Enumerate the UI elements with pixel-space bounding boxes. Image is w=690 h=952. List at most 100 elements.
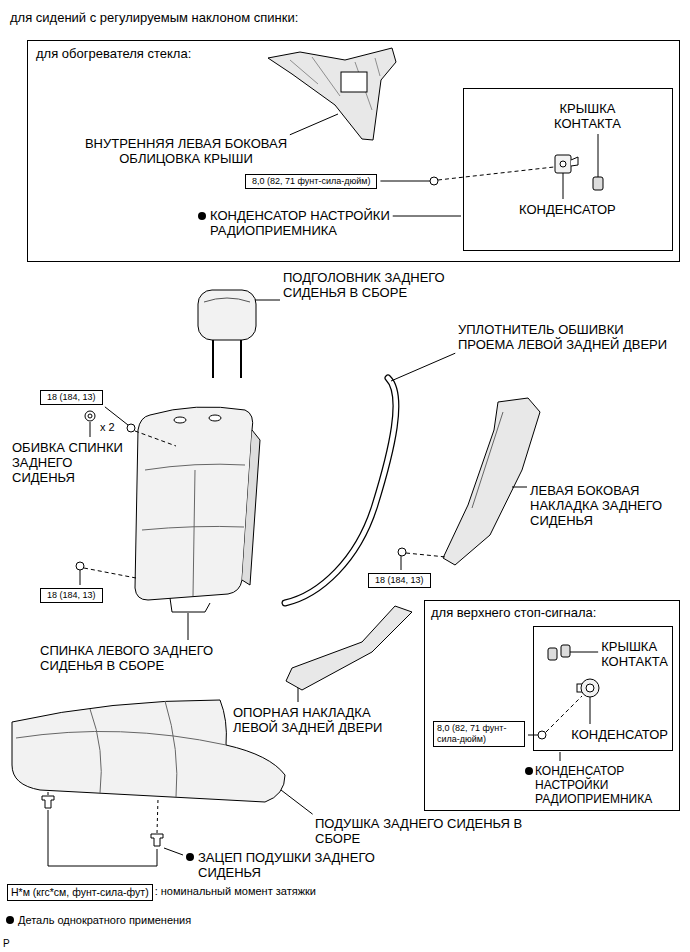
torque-box: 18 (184, 13): [40, 588, 103, 603]
contact-cover: [593, 177, 603, 190]
title-wrap: для сидений с регулируемым наклоном спин…: [10, 10, 298, 25]
legend-item: : номинальный момент затяжки: [155, 885, 316, 898]
cushion-hook: [42, 796, 54, 808]
condenser-tab: [571, 157, 578, 166]
part-name: КОНДЕНСАТОР: [519, 202, 616, 217]
text-wrap: КОНДЕНСАТОР: [571, 727, 668, 742]
panel-edge: [472, 412, 503, 508]
label-wrap: ОБИВКА СПИНКИ ЗАДНЕГО СИДЕНЬЯ: [12, 440, 134, 485]
legend-item: Деталь однократного применения: [6, 914, 191, 927]
detail-box: КРЫШКА КОНТАКТА КОНДЕНСАТОР: [533, 626, 673, 751]
legend-sample-box: Н*м (кгс*см, фунт-сила-фут): [7, 884, 153, 901]
leader-line: [80, 570, 81, 585]
part-label: ВНУТРЕННЯЯ ЛЕВАЯ БОКОВАЯ ОБЛИЦОВКА КРЫШИ: [85, 136, 287, 166]
door-scuff-plate: [286, 606, 412, 690]
torque-box: 8,0 (82, 71 фунт-сила-дюйм): [245, 174, 377, 189]
label-wrap: КОНДЕНСАТОР НАСТРОЙКИ РАДИОПРИЕМНИКА: [210, 208, 450, 238]
label-wrap: ПОДГОЛОВНИК ЗАДНЕГО СИДЕНЬЯ В СБОРЕ: [283, 270, 473, 300]
part-name: КОНДЕНСАТОР: [571, 727, 668, 742]
leader-line: [380, 181, 430, 182]
condenser-hole: [560, 161, 566, 167]
leader-line: [512, 487, 527, 488]
torque-value: 18 (184, 13): [375, 575, 424, 585]
label-wrap: ПОДУШКА ЗАДНЕГО СИДЕНЬЯ В СБОРЕ: [315, 816, 530, 846]
leader-line: [401, 556, 402, 570]
headrest-sleeve: [209, 415, 221, 421]
door-weatherstrip: [285, 378, 396, 603]
label-wrap: КОНДЕНСАТОР НАСТРОЙКИ РАДИОПРИЕМНИКА: [535, 764, 677, 806]
dashed-line: [546, 696, 582, 732]
trim-cap: [85, 411, 95, 421]
leader-line: [164, 848, 183, 855]
label-wrap: ОПОРНАЯ НАКЛАДКА ЛЕВОЙ ЗАДНЕЙ ДВЕРИ: [233, 705, 408, 735]
text-wrap: 18 (184, 13): [47, 590, 96, 601]
text-wrap: 18 (184, 13): [375, 575, 424, 586]
bolt: [398, 548, 406, 556]
text-wrap: КРЫШКА КОНТАКТА: [554, 101, 621, 131]
leader-line: [563, 173, 564, 199]
part-label: ПОДУШКА ЗАДНЕГО СИДЕНЬЯ В СБОРЕ: [315, 816, 522, 846]
leader-bracket: [48, 810, 157, 866]
text-wrap: для обогревателя стекла:: [36, 46, 191, 61]
trim-cap-center: [88, 414, 92, 418]
dashed-line: [135, 431, 176, 446]
part-label: ОПОРНАЯ НАКЛАДКА ЛЕВОЙ ЗАДНЕЙ ДВЕРИ: [233, 705, 382, 735]
side-seatback-panel: [443, 398, 540, 565]
label-wrap: ЗАЦЕП ПОДУШКИ ЗАДНЕГО СИДЕНЬЯ: [198, 850, 398, 880]
leader-line: [281, 790, 313, 814]
condenser: [555, 155, 571, 173]
legend-text: : номинальный момент затяжки: [155, 885, 316, 897]
part-name: КРЫШКА КОНТАКТА: [601, 639, 668, 669]
text-wrap: 8,0 (82, 71 фунт-сила-дюйм): [252, 176, 370, 187]
seat-back-side: [242, 430, 260, 585]
contact-cover: [561, 645, 570, 657]
part-label: СПИНКА ЛЕВОГО ЗАДНЕГО СИДЕНЬЯ В СБОРЕ: [40, 643, 213, 673]
label-wrap: x 2: [100, 421, 130, 434]
text-wrap: Н*м (кгс*см, фунт-сила-фут): [11, 886, 149, 899]
legend-text: Деталь однократного применения: [18, 914, 191, 926]
label-wrap: СПИНКА ЛЕВОГО ЗАДНЕГО СИДЕНЬЯ В СБОРЕ: [40, 643, 240, 673]
section-heading: для верхнего стоп-сигнала:: [431, 605, 596, 620]
torque-value: 8,0 (82, 71 фунт-сила-дюйм): [252, 176, 370, 186]
hinge-bracket: [170, 598, 210, 612]
torque-value: 8,0 (82, 71 фунт-сила-дюйм): [437, 723, 506, 744]
leader-line: [598, 134, 599, 177]
dashed-line: [48, 789, 158, 833]
label-wrap: ЛЕВАЯ БОКОВАЯ НАКЛАДКА ЗАДНЕГО СИДЕНЬЯ: [530, 483, 682, 528]
legend-sample-text: Н*м (кгс*см, фунт-сила-фут): [11, 886, 149, 898]
section-heading: для обогревателя стекла:: [36, 46, 191, 61]
leader-line: [590, 697, 591, 724]
bullet-symbol: [6, 916, 14, 924]
label-wrap: УПЛОТНИТЕЛЬ ОБШИВКИ ПРОЕМА ЛЕВОЙ ЗАДНЕЙ …: [458, 322, 680, 352]
roof-side-trim: [268, 48, 396, 140]
torque-box: 18 (184, 13): [368, 573, 431, 588]
leader-line: [290, 114, 338, 135]
cushion-hook: [151, 834, 163, 846]
text-wrap: 18 (184, 13): [47, 392, 96, 403]
seat-back-seams: [142, 464, 245, 596]
headrest-posts: [213, 340, 241, 378]
torque-box: 18 (184, 13): [40, 390, 103, 405]
part-label: ОБИВКА СПИНКИ ЗАДНЕГО СИДЕНЬЯ: [12, 440, 123, 485]
part-label: КОНДЕНСАТОР НАСТРОЙКИ РАДИОПРИЕМНИКА: [210, 208, 390, 238]
cushion-seams: [16, 701, 226, 797]
text-wrap: 8,0 (82, 71 фунт-сила-дюйм): [437, 723, 521, 745]
part-label: ЗАЦЕП ПОДУШКИ ЗАДНЕГО СИДЕНЬЯ: [198, 850, 375, 880]
torque-value: 18 (184, 13): [47, 392, 96, 402]
headrest-sleeve: [174, 417, 186, 423]
text-wrap: для верхнего стоп-сигнала:: [431, 605, 596, 620]
bolt: [127, 424, 135, 432]
text-wrap: КРЫШКА КОНТАКТА: [601, 639, 668, 669]
bullet-symbol: [186, 853, 194, 861]
figure-code: P: [3, 938, 10, 949]
screw: [430, 177, 438, 185]
label-wrap: P: [3, 938, 23, 950]
dashed-line: [84, 568, 136, 578]
part-name: КРЫШКА КОНТАКТА: [554, 101, 621, 131]
screw: [538, 731, 546, 739]
leader-line: [90, 422, 91, 437]
bullet-symbol: [198, 212, 206, 220]
headrest: [198, 290, 256, 340]
trim-hatching: [290, 57, 380, 110]
